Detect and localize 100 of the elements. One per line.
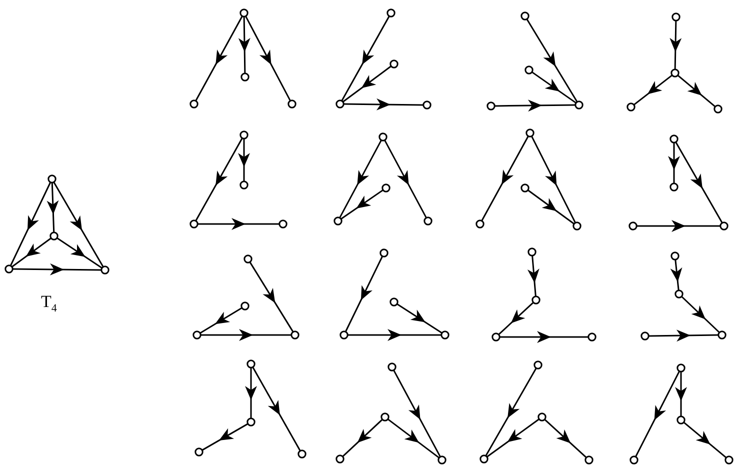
vertex-circle [640,332,650,340]
vertex-circle [48,174,56,184]
vertex-circle [526,128,534,138]
vertex-circle [240,302,250,310]
vertex-circle [388,362,396,372]
directed-edge [633,74,673,106]
directed-edge [11,238,52,268]
directed-edge [393,370,441,458]
directed-edge [245,368,257,418]
directed-edge [648,330,718,342]
vertex-circle [380,248,388,258]
directed-edge [200,329,292,341]
directed-edge [238,138,250,182]
vertex-circle [382,184,390,192]
directed-edge [485,368,537,456]
vertex-circle [476,220,484,228]
vertex-circle [336,100,344,108]
directed-edge [344,98,424,110]
vertex-circle [670,134,678,144]
directed-edge [252,366,301,452]
directed-edge [500,331,588,343]
vertex-circle [246,360,256,368]
vertex-circle [630,456,638,464]
directed-edge [46,182,59,232]
vertex-circle [244,254,252,264]
vertex-circle [334,216,342,226]
directed-edge [670,260,682,290]
vertex-circle [422,100,432,110]
vertex-circle [240,180,248,190]
directed-edge [341,16,390,102]
vertex-circle [50,232,58,240]
vertex-circle [676,416,686,424]
vertex-circle [724,456,734,464]
directed-edge [12,263,102,276]
vertex-circle [278,220,288,228]
directed-edge [527,256,540,296]
vertex-circle [670,252,680,260]
directed-edge [342,418,383,458]
vertex-circle [4,264,14,274]
directed-edge [544,418,587,458]
vertex-circle [390,60,398,68]
directed-edge [195,138,243,222]
vertex-circle [240,8,248,18]
vertex-circle [584,456,594,464]
directed-edge [675,372,687,416]
vertex-circle [192,330,202,340]
vertex-circle [574,100,584,110]
directed-edge [202,423,248,451]
vertex-circle [486,102,496,110]
vertex-circle [288,100,296,108]
vertex-circle [190,220,198,228]
directed-edge [668,142,680,184]
vertex-circle [520,184,530,192]
directed-edge [387,418,440,458]
directed-edge [486,418,540,458]
vertex-circle [290,330,300,340]
vertex-circle [718,330,726,340]
directed-edge [677,74,716,108]
directed-edge [249,262,294,332]
vertex-circle [240,130,248,140]
directed-edge [494,100,576,112]
directed-edge [675,142,723,224]
vertex-circle [628,222,638,230]
vertex-circle [676,364,686,372]
directed-edge [670,20,682,70]
vertex-circle [572,222,582,230]
directed-edge [342,66,392,102]
vertex-circle [626,102,636,112]
directed-edge [200,307,242,334]
vertex-circle [100,266,110,274]
vertex-circle [424,216,432,226]
vertex-circle [520,12,530,20]
directed-edge [245,16,291,102]
directed-edge [344,256,384,332]
directed-edge [53,182,104,268]
directed-edge [384,140,427,218]
directed-edge [340,189,384,220]
vertex-circle [380,412,390,422]
vertex-circle [720,222,728,230]
vertex-circle [534,360,542,370]
vertex-circle [672,12,680,22]
vertex-circle [378,132,388,142]
vertex-circle [492,332,500,342]
directed-edge [56,237,102,269]
vertex-circle [670,68,680,78]
directed-edge [634,370,680,458]
vertex-circle [246,418,256,426]
vertex-circle [240,72,250,82]
directed-edge [198,218,280,230]
directed-edge [195,16,243,102]
vertex-circle [336,454,344,464]
vertex-circle [298,450,306,458]
directed-edge [683,422,727,458]
directed-edge [527,190,575,224]
directed-edge [238,16,250,74]
vertex-circle [438,456,446,464]
vertex-circle [588,332,596,342]
directed-edge [481,136,529,222]
vertex-circle [528,248,536,256]
directed-edge [681,296,720,334]
